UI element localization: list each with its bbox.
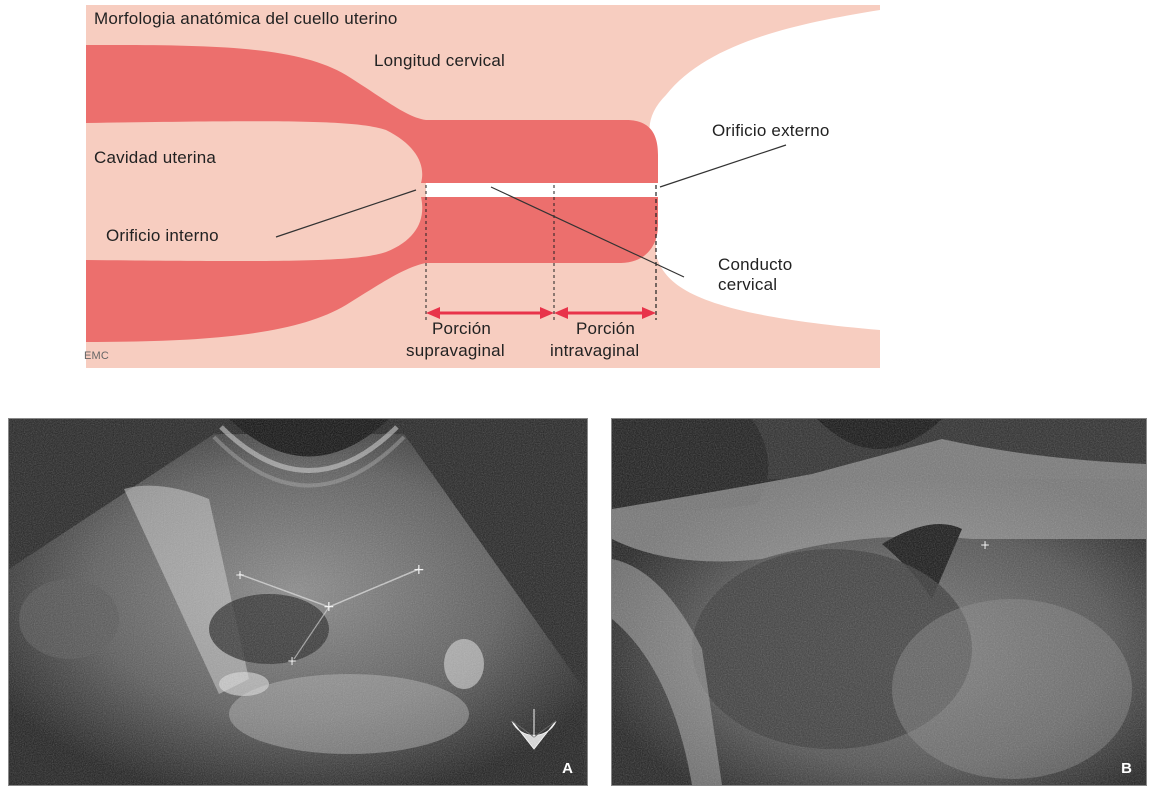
cervical-canal: [426, 183, 658, 197]
diagram-title: Morfologia anatómica del cuello uterino: [94, 9, 398, 29]
label-cavidad-uterina: Cavidad uterina: [94, 148, 216, 168]
ultrasound-b-graphic: +: [612, 419, 1146, 785]
label-conducto-line1: Conducto: [718, 255, 792, 275]
panel-a-label: A: [562, 760, 573, 777]
ultrasound-image-a: + + + + A: [8, 418, 588, 786]
ultrasound-a-graphic: + + + +: [9, 419, 587, 785]
cervix-anatomy-diagram: Morfologia anatómica del cuello uterino …: [86, 5, 880, 368]
label-porcion-intra-line2: intravaginal: [550, 341, 639, 361]
label-orificio-interno: Orificio interno: [106, 226, 219, 246]
emc-logo: EMC: [84, 346, 109, 366]
label-orificio-externo: Orificio externo: [712, 121, 830, 141]
panel-b-label: B: [1121, 760, 1132, 777]
label-porcion-supra-line1: Porción: [432, 319, 491, 339]
label-porcion-supra-line2: supravaginal: [406, 341, 505, 361]
leader-orificio-interno: [276, 190, 416, 237]
label-conducto-line2: cervical: [718, 275, 777, 295]
label-porcion-intra-line1: Porción: [576, 319, 635, 339]
uterine-wall-lower: [86, 197, 658, 342]
label-longitud-cervical: Longitud cervical: [374, 51, 505, 71]
ultrasound-image-b: + B: [611, 418, 1147, 786]
